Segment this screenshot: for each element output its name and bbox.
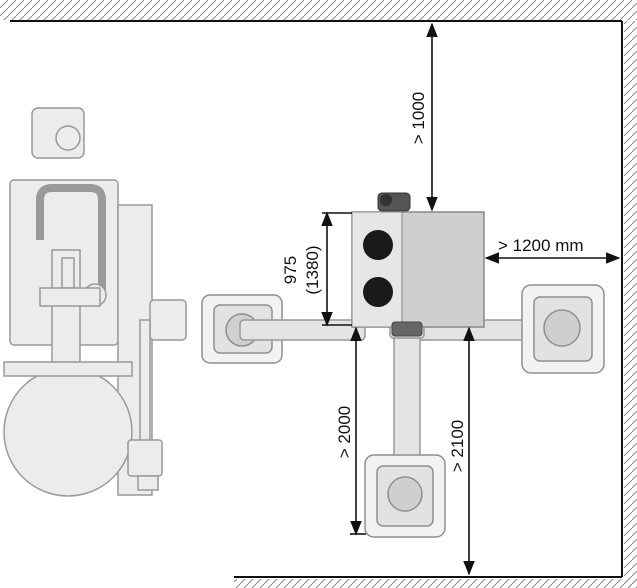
vertical-duct-body xyxy=(393,329,421,471)
label-height-main: 975 xyxy=(281,256,300,284)
mid-header xyxy=(39,287,101,307)
label-top-clearance: > 1000 xyxy=(409,92,428,144)
duct-port-lower xyxy=(363,277,393,307)
bottom-valve xyxy=(127,439,163,477)
unit-connector xyxy=(391,321,423,337)
bottom-wall-hatch xyxy=(234,579,637,588)
top-wall-hatch xyxy=(0,0,637,20)
dimension-lines xyxy=(321,22,621,576)
label-height-alt: (1380) xyxy=(303,245,322,294)
duct-port-upper xyxy=(363,230,393,260)
tank-band xyxy=(3,361,133,377)
bottom-fan-housing xyxy=(364,454,446,538)
pipe-fitting xyxy=(61,257,75,289)
label-front-clearance-right: > 2100 xyxy=(448,420,467,472)
unit-top-knob xyxy=(380,194,392,206)
bottom-fan-motor xyxy=(387,476,423,512)
vertical-duct xyxy=(389,321,425,471)
left-equipment xyxy=(3,107,187,497)
right-wall-hatch xyxy=(624,21,637,588)
duct-left-segment xyxy=(239,319,366,341)
storage-tank xyxy=(3,367,133,497)
upper-pipe-bend xyxy=(36,184,106,290)
unit-front-face xyxy=(351,211,403,328)
ventilation-unit xyxy=(351,192,485,337)
bottom-valve-foot xyxy=(137,475,159,491)
side-pipe-bracket xyxy=(149,299,187,341)
label-side-clearance: > 1200 mm xyxy=(498,236,584,255)
label-front-clearance-left: > 2000 xyxy=(335,406,354,458)
right-fan-motor xyxy=(543,309,581,347)
top-valve-knob xyxy=(55,125,81,151)
right-fan-housing xyxy=(521,284,605,374)
